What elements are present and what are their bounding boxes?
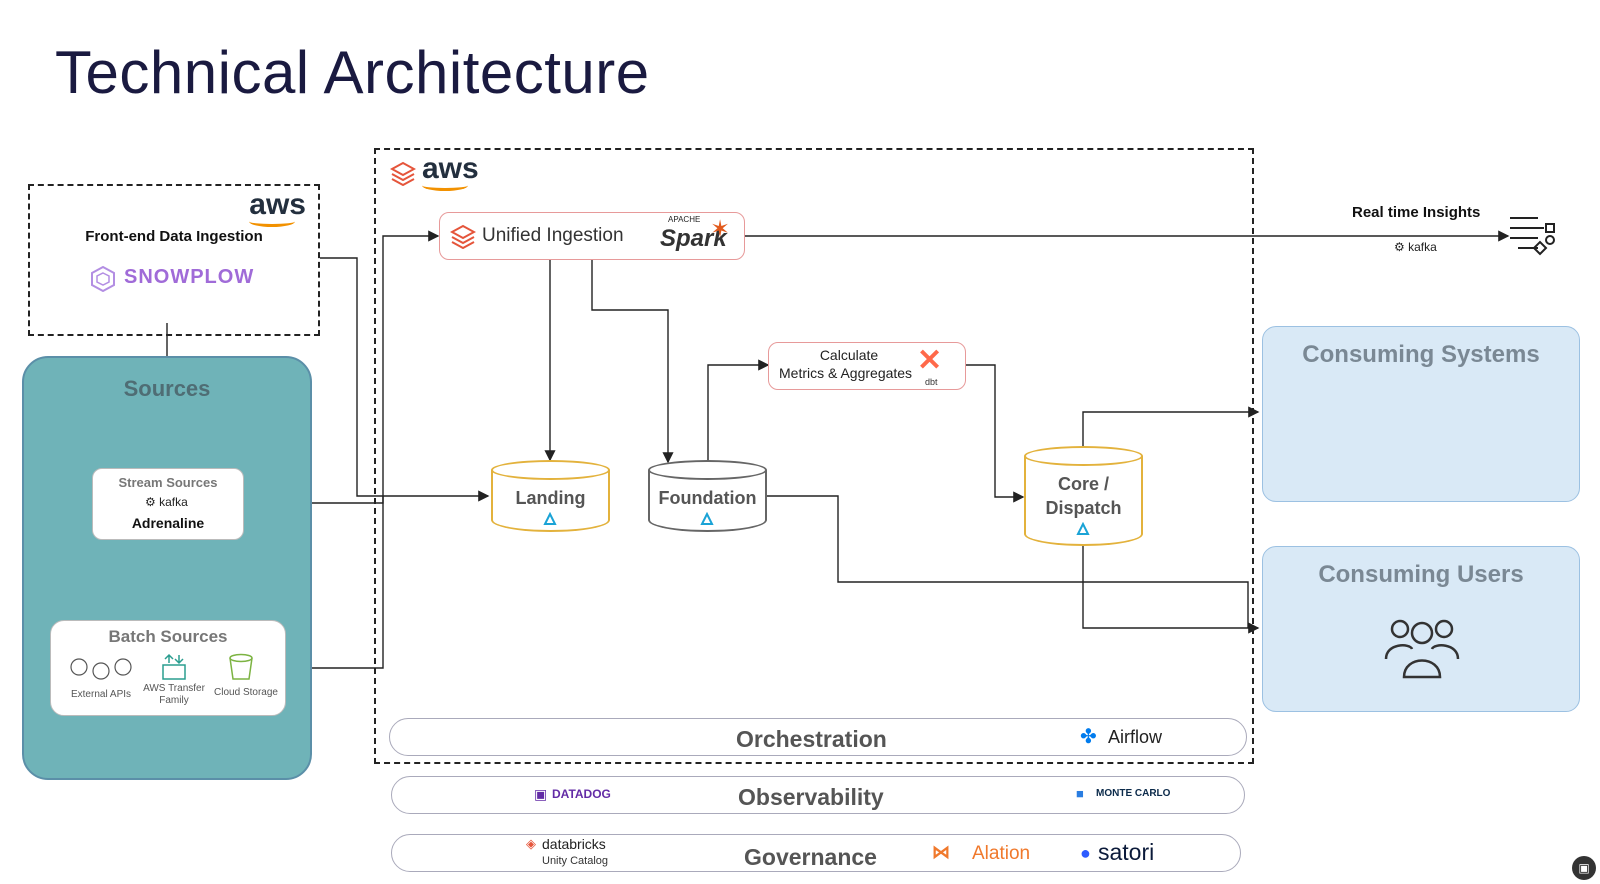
orchestration-label: Orchestration <box>736 726 887 752</box>
apache-label: APACHE <box>668 215 701 224</box>
realtime-label: Real time Insights <box>1352 204 1481 221</box>
foundation-store: Foundation <box>648 460 767 532</box>
consuming-users-panel: Consuming Users <box>1262 546 1580 712</box>
sources-title: Sources <box>123 376 211 401</box>
line-batch-to-unified <box>286 230 440 669</box>
orchestration-bar: Orchestration ✤ Airflow <box>389 718 1247 756</box>
consuming-systems-title: Consuming Systems <box>1302 341 1540 368</box>
streaming-icon <box>1510 217 1555 256</box>
satori-logo: satori <box>1098 839 1155 865</box>
stream-sources-card: Stream Sources ⚙ kafka Adrenaline <box>92 468 244 540</box>
core-dispatch-store: Core / Dispatch <box>1024 446 1143 546</box>
aws-transfer-icon <box>159 653 189 686</box>
stream-sources-title: Stream Sources <box>118 475 218 490</box>
landing-store: Landing <box>491 460 610 532</box>
player-control-icon[interactable]: ▣ <box>1572 856 1596 880</box>
unified-ingestion-label: Unified Ingestion <box>482 225 624 246</box>
snowplow-icon <box>91 265 115 293</box>
databricks-icon <box>389 160 417 191</box>
montecarlo-logo: MONTE CARLO <box>1096 788 1171 799</box>
governance-bar: Governance ◈ databricks Unity Catalog ⋈ … <box>391 834 1241 872</box>
core-label-2: Dispatch <box>1045 498 1122 518</box>
snowplow-logo <box>90 265 116 297</box>
kafka-icon: ⚙ <box>145 495 156 509</box>
core-label-1: Core / <box>1057 474 1109 494</box>
kafka-icon: ⚙ <box>1394 240 1405 254</box>
page-title: Technical Architecture <box>55 39 650 106</box>
users-icon <box>1384 619 1460 679</box>
snowplow-brand: SNOWPLOW <box>124 266 255 288</box>
realtime-kafka-logo: ⚙ kafka <box>1394 240 1437 254</box>
frontend-ingestion-box: aws Front-end Data Ingestion SNOWPLOW <box>28 184 320 336</box>
consuming-users-title: Consuming Users <box>1318 561 1524 588</box>
alation-icon: ⋈ <box>932 842 950 862</box>
frontend-label: Front-end Data Ingestion <box>85 228 263 245</box>
observability-bar: Observability ▣ DATADOG ■ MONTE CARLO <box>391 776 1245 814</box>
unity-catalog-label: Unity Catalog <box>542 855 609 867</box>
spark-logo: Spark <box>660 225 727 252</box>
governance-label: Governance <box>744 844 877 870</box>
observability-label: Observability <box>738 784 884 810</box>
cloud-storage-icon <box>227 653 255 688</box>
consuming-systems-panel: Consuming Systems <box>1262 326 1580 502</box>
dbt-icon: ✕ <box>917 344 943 377</box>
azure-icon <box>543 512 557 525</box>
aws-logo: aws <box>249 190 306 227</box>
line-core-to-systems <box>1082 406 1260 446</box>
aws-region: aws <box>374 148 1254 764</box>
satori-icon: ● <box>1080 843 1091 863</box>
line-core-to-users <box>1082 546 1260 634</box>
batch-sources-title: Batch Sources <box>108 627 228 646</box>
databricks-logo: databricks <box>542 836 606 852</box>
stream-kafka-logo: ⚙ kafka <box>145 495 188 509</box>
calculate-metrics-node: Calculate Metrics & Aggregates ✕ dbt <box>768 342 966 390</box>
batch-item-aws-transfer: AWS Transfer Family <box>143 683 205 706</box>
montecarlo-icon: ■ <box>1076 786 1084 801</box>
foundation-label: Foundation <box>658 488 757 508</box>
unified-ingestion-node: Unified Ingestion APACHE Spark ✶ <box>439 212 745 260</box>
line-frontend-to-landing <box>320 257 490 502</box>
azure-icon <box>1076 522 1090 535</box>
sources-panel: Sources <box>22 356 312 780</box>
calc-line2: Metrics & Aggregates <box>779 365 913 381</box>
airflow-logo: Airflow <box>1108 727 1163 747</box>
airflow-icon: ✤ <box>1080 726 1097 748</box>
calc-line1: Calculate <box>819 347 879 363</box>
azure-icon <box>700 512 714 525</box>
external-apis-icon <box>69 655 133 688</box>
line-foundation-to-users <box>767 495 1249 628</box>
batch-item-cloud-storage: Cloud Storage <box>214 687 278 698</box>
stream-name: Adrenaline <box>131 515 205 531</box>
batch-sources-card: Batch Sources External APIs AWS Transfer… <box>50 620 286 716</box>
line-calc-to-core <box>966 364 1025 503</box>
databricks-icon: ◈ <box>526 836 536 851</box>
spark-star-icon: ✶ <box>710 216 731 243</box>
landing-label: Landing <box>515 488 586 508</box>
line-foundation-to-calc <box>707 359 770 462</box>
aws-main-logo: aws <box>422 154 479 191</box>
datadog-logo: DATADOG <box>552 787 611 801</box>
datadog-icon: ▣ <box>534 786 548 802</box>
line-unified-to-foundation <box>591 260 674 464</box>
dbt-label: dbt <box>925 377 938 387</box>
alation-logo: Alation <box>972 843 1031 864</box>
batch-item-external-apis: External APIs <box>70 689 132 700</box>
databricks-icon <box>449 223 477 254</box>
